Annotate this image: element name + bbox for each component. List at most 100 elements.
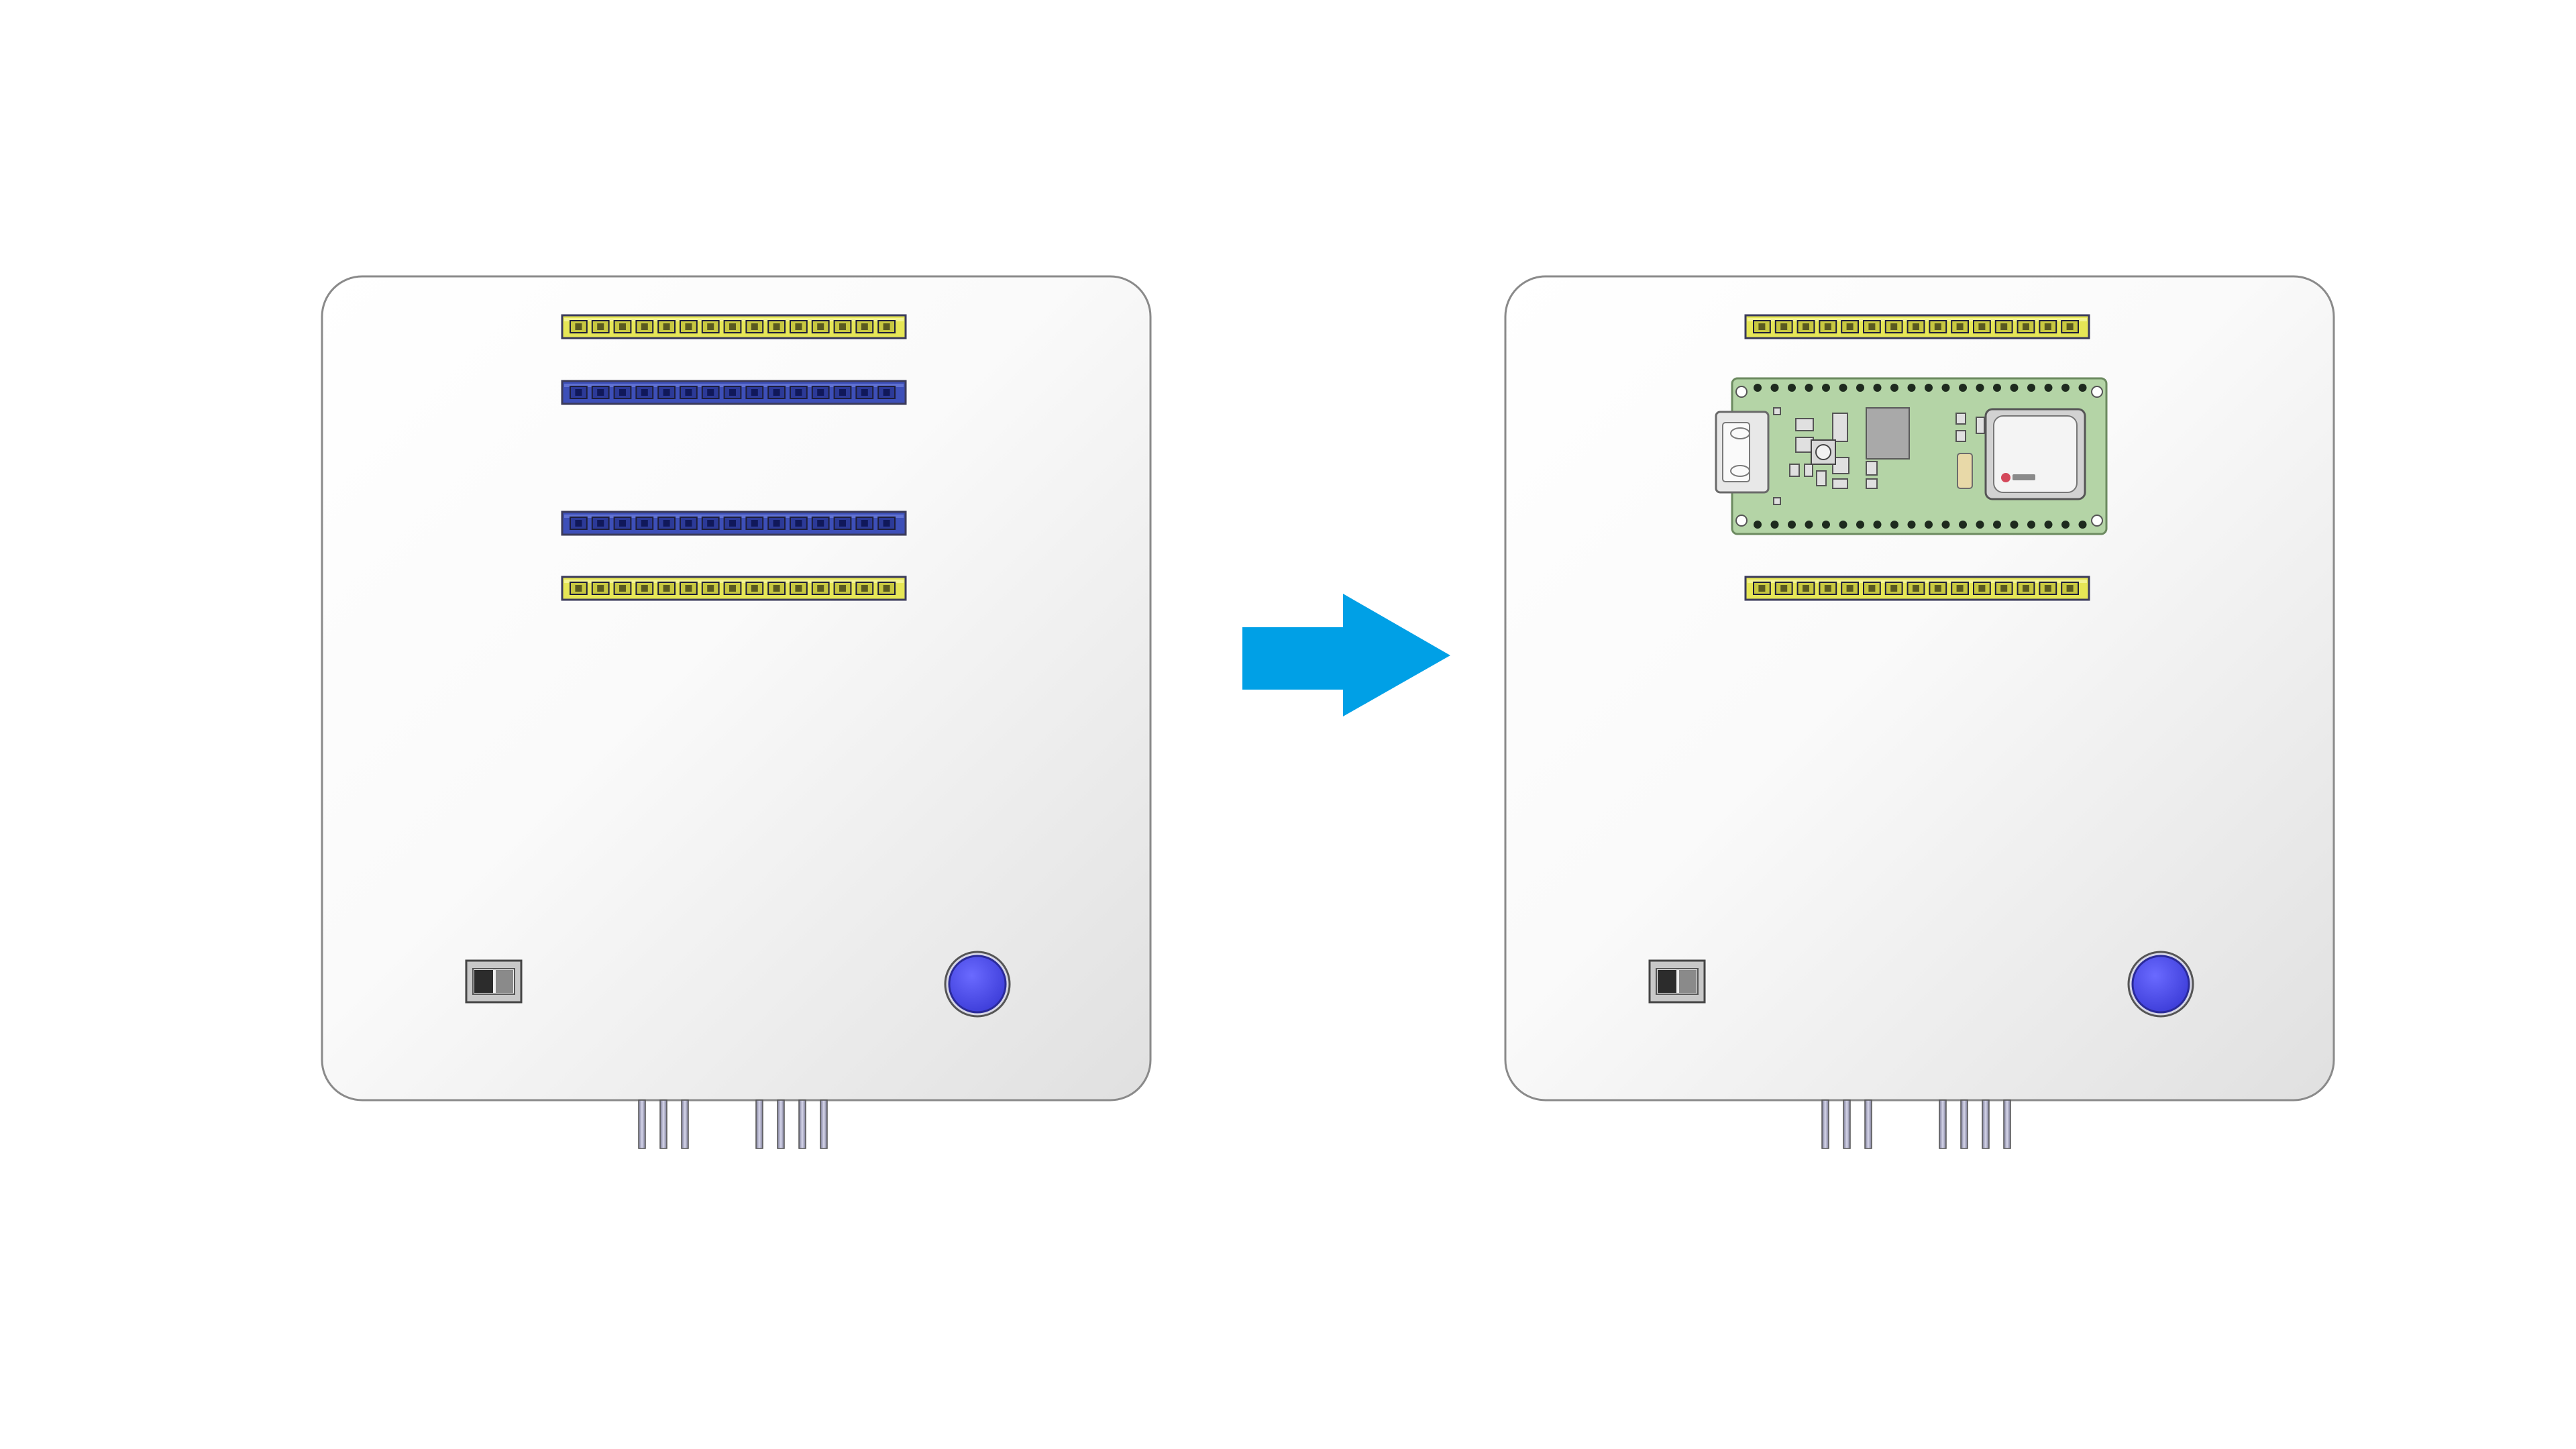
socket-hole [619,323,626,330]
module-pad [1788,384,1796,392]
pins-right-group [755,1099,828,1149]
module-pad [1907,521,1916,529]
socket-hole [1803,323,1809,330]
module-pad [1822,384,1830,392]
rf-shield-can [1984,408,2086,500]
socket-hole [685,323,692,330]
socket-hole [2066,585,2074,592]
socket-hole [2044,585,2051,592]
module-pad [2027,384,2035,392]
socket-hole [2000,323,2008,330]
header-pin [1843,1099,1851,1149]
socket-hole [751,585,758,592]
module-pad [2044,521,2053,529]
module-pad [2061,521,2070,529]
socket-hole [861,389,868,396]
module-pad [1925,384,1933,392]
module-pad [1856,384,1864,392]
module-pad [1993,384,2001,392]
header-pin [755,1099,763,1149]
header-bottom-blue [561,511,907,536]
module-pad [1770,384,1779,392]
socket-hole [1934,585,1941,592]
push-button-icon[interactable] [944,951,1011,1018]
socket-hole [839,585,846,592]
socket-hole [597,585,604,592]
board-after [1504,275,2335,1149]
socket-hole [707,520,714,527]
module-pad [1754,521,1762,529]
module-mcu-chip [1866,407,1910,460]
module-pad [1959,521,1967,529]
socket-hole [839,520,846,527]
module-pad [1890,521,1898,529]
socket-hole [685,520,692,527]
socket-hole [2066,323,2074,330]
socket-hole [839,323,846,330]
socket-hole [685,585,692,592]
header-pin [1864,1099,1872,1149]
module-pad [1770,521,1779,529]
socket-hole [663,585,670,592]
socket-hole [2023,585,2029,592]
socket-hole [2023,323,2029,330]
module-crystal [1957,453,1973,489]
socket-hole [575,389,582,396]
socket-hole [663,323,670,330]
pins-left-group [638,1099,689,1149]
socket-hole [795,323,802,330]
socket-hole [575,520,582,527]
socket-hole [1868,323,1876,330]
header-pin [1982,1099,1990,1149]
ublox-logo [2001,473,2035,482]
wireless-module[interactable] [1715,377,2108,535]
socket-hole [1780,585,1788,592]
module-pad [1754,384,1762,392]
socket-hole [619,585,626,592]
socket-hole [575,323,582,330]
socket-hole [817,520,824,527]
module-pad [2044,384,2053,392]
socket-hole [729,585,736,592]
module-pad [1959,384,1967,392]
module-pad [1993,521,2001,529]
header-pin [798,1099,806,1149]
socket-hole [2000,585,2008,592]
socket-hole [685,389,692,396]
module-pad [1839,521,1847,529]
socket-hole [1913,323,1919,330]
socket-hole [773,389,780,396]
header-pin [681,1099,689,1149]
module-pad-row-top [1754,384,2087,392]
socket-hole [1846,585,1854,592]
socket-hole [1846,323,1854,330]
slide-switch-icon[interactable] [465,959,523,1004]
socket-hole [663,389,670,396]
socket-hole [1978,585,1986,592]
push-button-icon[interactable] [2127,951,2194,1018]
socket-hole [773,323,780,330]
module-pad [1805,521,1813,529]
module-pad [1839,384,1847,392]
socket-hole [1956,323,1964,330]
module-pad [1907,384,1916,392]
socket-hole [751,389,758,396]
socket-hole [773,520,780,527]
socket-hole [1803,585,1809,592]
module-components [1773,407,1985,505]
reset-button-icon[interactable] [1811,439,1836,465]
module-pad [1822,521,1830,529]
socket-hole [1758,585,1766,592]
socket-hole [795,520,802,527]
module-pad [2078,521,2087,529]
socket-hole [1890,323,1898,330]
usb-connector-icon [1715,411,1770,494]
socket-hole [575,585,582,592]
header-pin [777,1099,785,1149]
slide-switch-icon[interactable] [1648,959,1706,1004]
socket-hole [795,585,802,592]
socket-hole [619,389,626,396]
board-outline [321,275,1152,1102]
module-pad [2078,384,2087,392]
socket-hole [707,585,714,592]
